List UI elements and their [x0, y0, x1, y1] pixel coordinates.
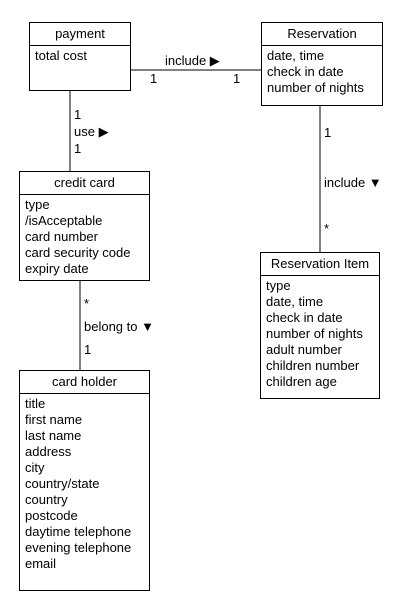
multiplicity-credit-card-side: *: [84, 296, 90, 311]
association-label-include: include ▼: [324, 175, 382, 190]
class-credit-card[interactable]: credit card type /isAcceptable card numb…: [19, 171, 150, 281]
attribute: check in date: [266, 310, 343, 325]
multiplicity-credit-card-side: 1: [74, 141, 82, 156]
attribute: daytime telephone: [25, 524, 132, 539]
multiplicity-payment-side: 1: [150, 71, 158, 86]
attribute: /isAcceptable: [25, 213, 103, 228]
attribute: card security code: [25, 245, 131, 260]
class-name: payment: [30, 23, 130, 46]
class-reservation-item[interactable]: Reservation Item type date, time check i…: [260, 252, 380, 399]
attribute-list: date, time check in date number of night…: [262, 46, 382, 96]
attribute: title: [25, 396, 46, 411]
multiplicity-payment-side: 1: [74, 107, 82, 122]
multiplicity-reservation-item-side: *: [324, 221, 330, 236]
attribute-list: total cost: [30, 46, 130, 64]
multiplicity-reservation-side: 1: [324, 125, 332, 140]
association-label-include: include ▶: [165, 53, 220, 68]
attribute: type: [266, 278, 291, 293]
class-name: card holder: [20, 371, 149, 394]
attribute: evening telephone: [25, 540, 132, 555]
association-label-use: use ▶: [74, 124, 109, 139]
attribute-list: title first name last name address city …: [20, 394, 149, 572]
attribute-list: type date, time check in date number of …: [261, 276, 379, 390]
attribute: total cost: [35, 48, 88, 63]
class-payment[interactable]: payment total cost: [29, 22, 131, 91]
attribute: country: [25, 492, 68, 507]
attribute: adult number: [266, 342, 342, 357]
attribute: check in date: [267, 64, 344, 79]
multiplicity-reservation-side: 1: [233, 71, 241, 86]
attribute: number of nights: [266, 326, 363, 341]
attribute: country/state: [25, 476, 100, 491]
class-card-holder[interactable]: card holder title first name last name a…: [19, 370, 150, 591]
attribute: number of nights: [267, 80, 364, 95]
attribute: first name: [25, 412, 83, 427]
attribute: expiry date: [25, 261, 89, 276]
attribute: address: [25, 444, 72, 459]
attribute: postcode: [25, 508, 78, 523]
attribute: email: [25, 556, 57, 571]
class-name: credit card: [20, 172, 149, 195]
attribute: card number: [25, 229, 98, 244]
attribute: date, time: [267, 48, 325, 63]
class-reservation[interactable]: Reservation date, time check in date num…: [261, 22, 383, 106]
attribute: last name: [25, 428, 82, 443]
attribute: city: [25, 460, 45, 475]
association-label-belong-to: belong to ▼: [84, 319, 154, 334]
multiplicity-card-holder-side: 1: [84, 342, 92, 357]
attribute: children age: [266, 374, 337, 389]
class-name: Reservation: [262, 23, 382, 46]
attribute: date, time: [266, 294, 324, 309]
class-name: Reservation Item: [261, 253, 379, 276]
attribute: children number: [266, 358, 360, 373]
attribute-list: type /isAcceptable card number card secu…: [20, 195, 149, 277]
attribute: type: [25, 197, 50, 212]
